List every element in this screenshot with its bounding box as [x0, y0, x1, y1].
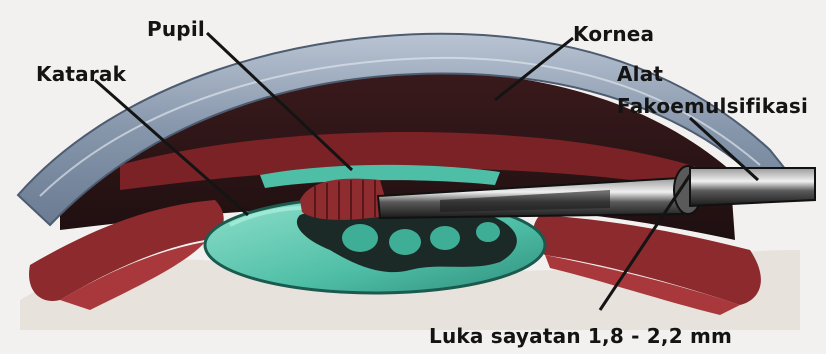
label-pupil: Pupil — [147, 17, 205, 41]
label-fakoemulsifikasi: Fakoemulsifikasi — [617, 94, 808, 118]
label-alat: Alat — [617, 62, 663, 86]
label-katarak: Katarak — [36, 62, 126, 86]
label-kornea: Kornea — [573, 22, 654, 46]
label-luka-sayatan: Luka sayatan 1,8 - 2,2 mm — [429, 324, 732, 348]
